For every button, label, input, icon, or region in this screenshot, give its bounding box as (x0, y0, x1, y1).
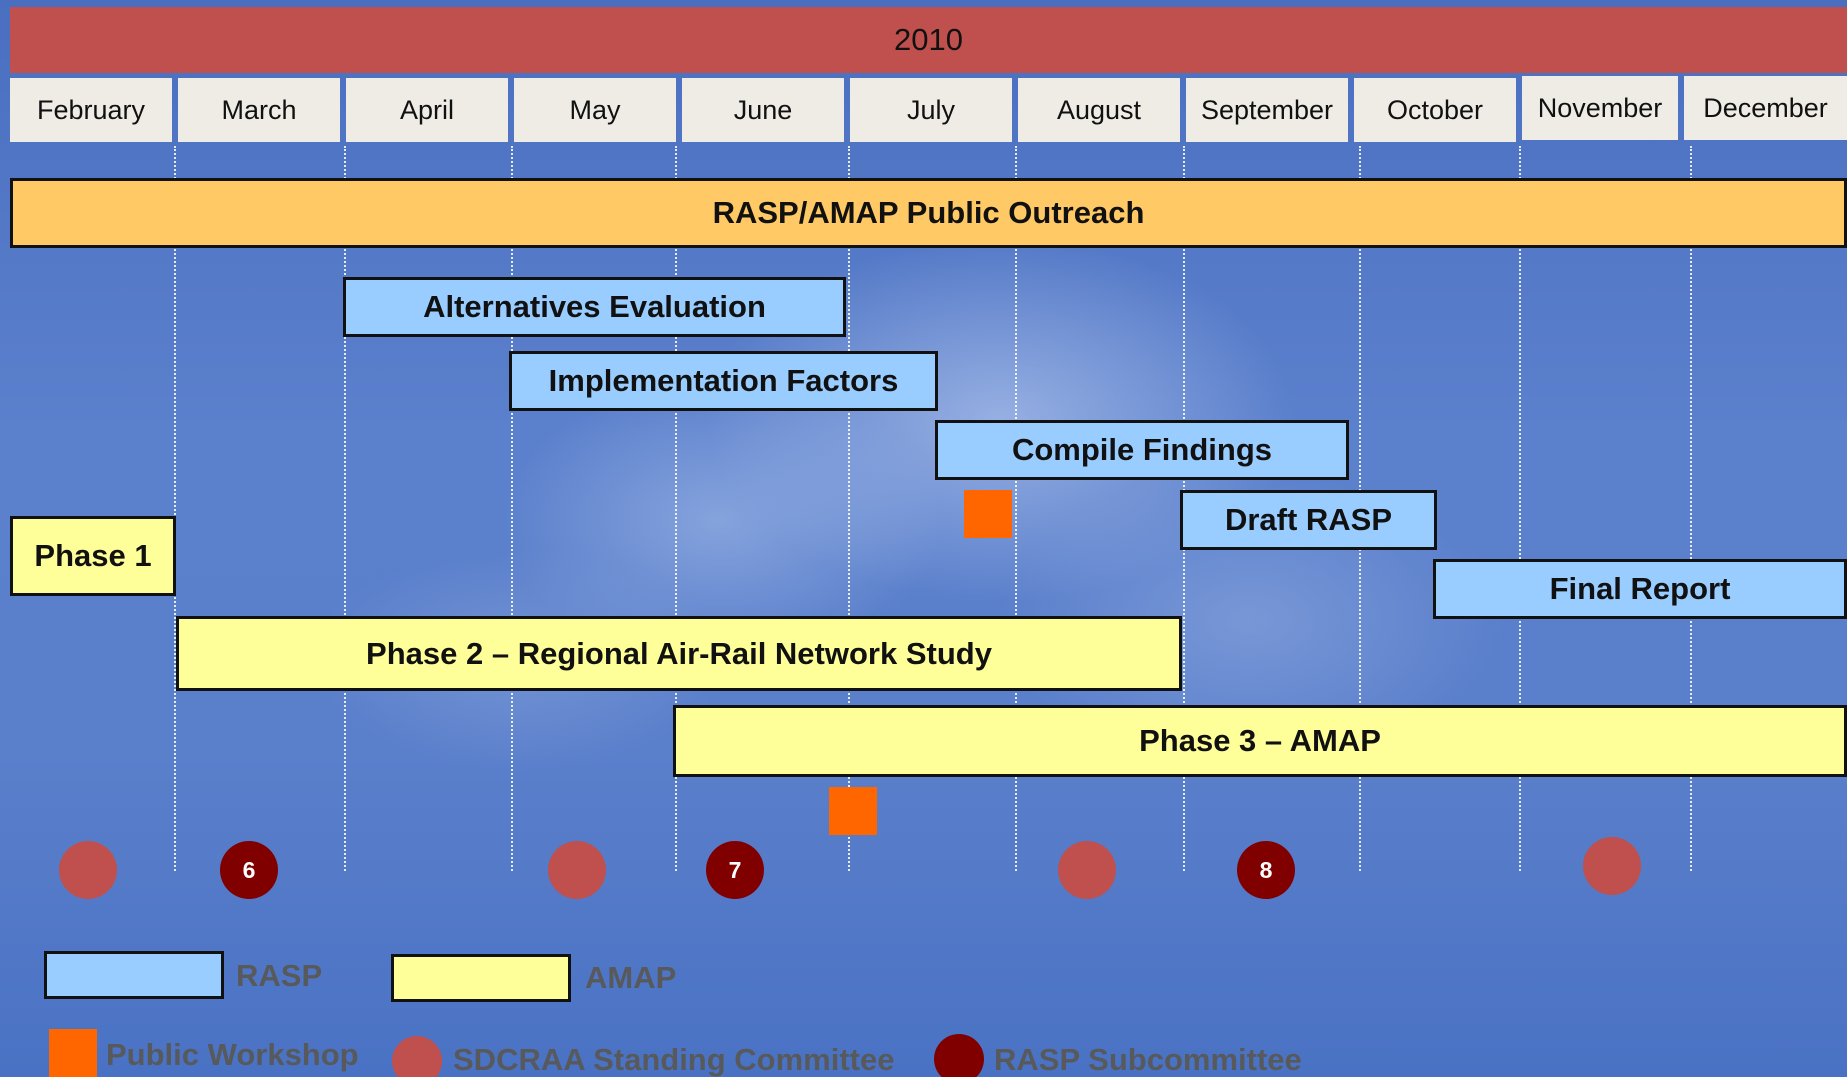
legend-rasp-label: RASP (236, 958, 323, 993)
month-divider (848, 146, 850, 871)
month-december: December (1684, 76, 1847, 140)
task-draft-rasp: Draft RASP (1180, 490, 1437, 550)
task-phase-1: Phase 1 (10, 516, 176, 596)
month-march: March (178, 78, 340, 142)
standing-committee-marker (548, 841, 606, 899)
task-public-outreach: RASP/AMAP Public Outreach (10, 178, 1847, 248)
legend-workshop-label: Public Workshop (106, 1037, 359, 1072)
month-july: July (850, 78, 1012, 142)
legend-standing-label: SDCRAA Standing Committee (453, 1042, 895, 1077)
month-divider (344, 146, 346, 871)
legend-workshop-swatch (49, 1029, 97, 1077)
month-october: October (1354, 78, 1516, 142)
year-header: 2010 (10, 7, 1847, 73)
month-august: August (1018, 78, 1180, 142)
month-february: February (10, 78, 172, 142)
standing-committee-marker (59, 841, 117, 899)
task-phase-3: Phase 3 – AMAP (673, 705, 1847, 777)
legend-amap-label: AMAP (585, 960, 677, 995)
month-divider (511, 146, 513, 871)
legend-rasp-swatch (44, 951, 224, 999)
month-divider (1015, 146, 1017, 871)
month-november: November (1522, 76, 1678, 140)
month-april: April (346, 78, 508, 142)
month-september: September (1186, 78, 1348, 142)
public-workshop-marker (829, 787, 877, 835)
legend-amap-swatch (391, 954, 571, 1002)
subcommittee-marker-8: 8 (1237, 841, 1295, 899)
task-final-report: Final Report (1433, 559, 1847, 619)
legend-subcommittee-label: RASP Subcommittee (994, 1042, 1302, 1077)
task-implementation-factors: Implementation Factors (509, 351, 938, 411)
task-compile-findings: Compile Findings (935, 420, 1349, 480)
subcommittee-marker-7: 7 (706, 841, 764, 899)
standing-committee-marker (1583, 837, 1641, 895)
month-may: May (514, 78, 676, 142)
month-divider (675, 146, 677, 871)
month-divider (1519, 146, 1521, 871)
month-divider (174, 146, 176, 871)
public-workshop-marker (964, 490, 1012, 538)
standing-committee-marker (1058, 841, 1116, 899)
month-june: June (682, 78, 844, 142)
task-alternatives-evaluation: Alternatives Evaluation (343, 277, 846, 337)
subcommittee-marker-6: 6 (220, 841, 278, 899)
legend-subcommittee-swatch (934, 1034, 984, 1077)
task-phase-2: Phase 2 – Regional Air-Rail Network Stud… (176, 616, 1182, 691)
legend-standing-swatch (392, 1036, 442, 1077)
month-divider (1690, 146, 1692, 871)
